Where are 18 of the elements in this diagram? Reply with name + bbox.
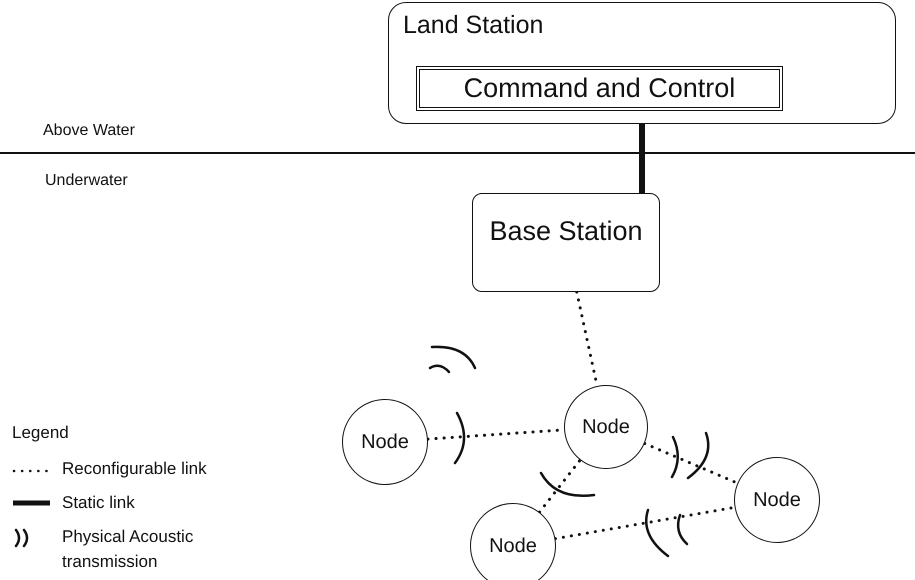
legend-label: Reconfigurable link bbox=[62, 458, 208, 480]
legend-label: Static link bbox=[62, 492, 136, 514]
water-zone-label: Underwater bbox=[45, 172, 128, 190]
node-label: Node bbox=[753, 488, 801, 512]
base-station-box bbox=[472, 193, 660, 292]
legend-title: Legend bbox=[12, 423, 69, 443]
node-label: Land Station bbox=[403, 11, 544, 40]
water-zone-label: Above Water bbox=[43, 122, 135, 140]
legend-label: Physical Acoustic transmission bbox=[62, 526, 194, 573]
node-label: Node bbox=[582, 416, 630, 438]
node-label: Base Station bbox=[489, 216, 643, 247]
reconfigurable-link-line bbox=[538, 458, 582, 514]
land-station-box bbox=[388, 2, 896, 124]
node-label: Command and Control bbox=[464, 73, 736, 104]
static-link-line bbox=[639, 124, 645, 193]
node-label: Node bbox=[489, 534, 537, 558]
command-box bbox=[416, 66, 783, 111]
node-label: Node bbox=[361, 430, 409, 454]
